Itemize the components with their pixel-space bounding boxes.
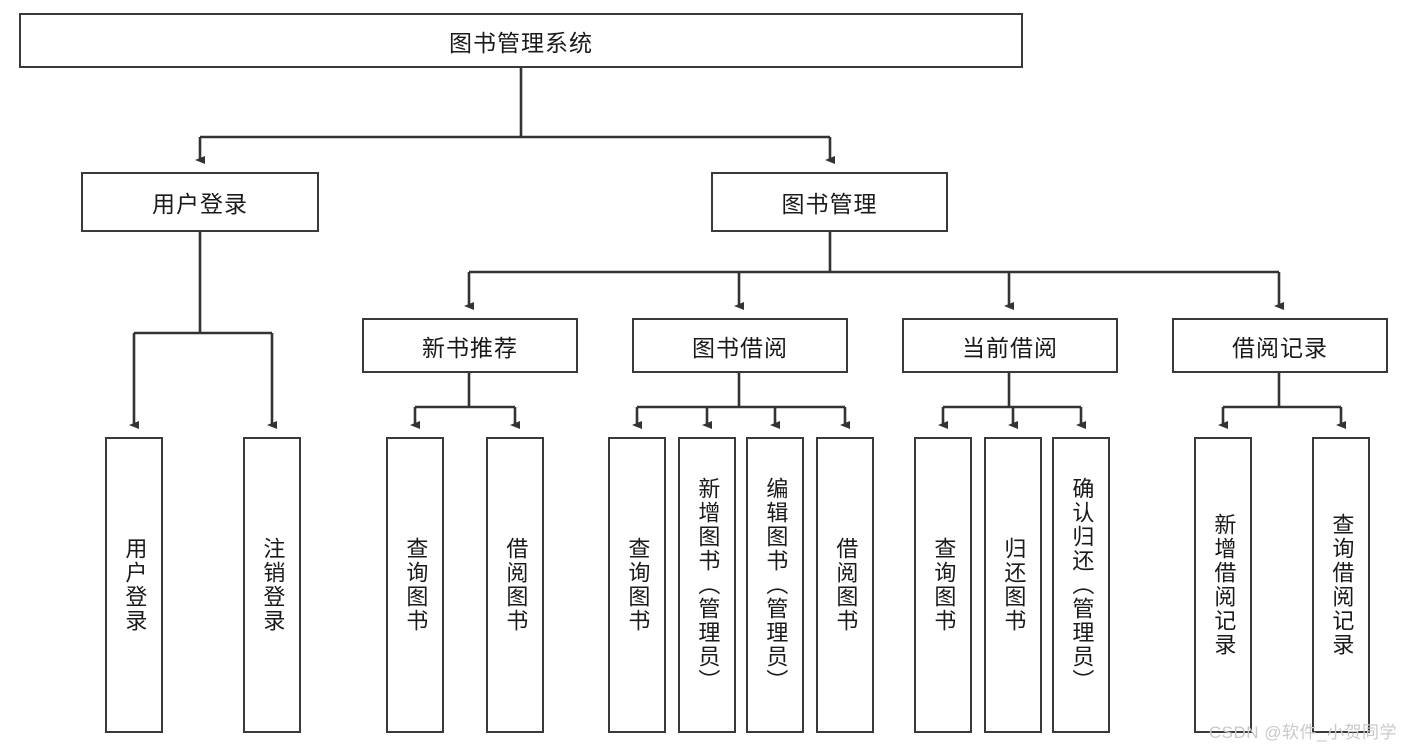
node-borrow-record[interactable]: 借阅记录 (1172, 318, 1388, 373)
node-current-borrow[interactable]: 当前借阅 (902, 318, 1118, 373)
node-leaf-query-book-rec-label: 查询图书 (403, 537, 429, 633)
edges-userlogin-to-leaves (129, 232, 277, 429)
node-leaf-add-book-label: 新增图书（管理员） (695, 477, 721, 693)
node-leaf-query-book-rec[interactable]: 查询图书 (386, 437, 444, 733)
node-leaf-add-record[interactable]: 新增借阅记录 (1194, 437, 1252, 733)
node-leaf-query-book-borrow-label: 查询图书 (625, 537, 651, 633)
node-leaf-borrow-book[interactable]: 借阅图书 (816, 437, 874, 733)
node-leaf-edit-book[interactable]: 编辑图书（管理员） (746, 437, 804, 733)
node-leaf-add-book[interactable]: 新增图书（管理员） (678, 437, 736, 733)
node-leaf-borrow-book-rec-label: 借阅图书 (503, 537, 529, 633)
node-leaf-user-login-label: 用户登录 (122, 537, 148, 633)
node-user-login-label: 用户登录 (152, 191, 248, 217)
node-root-label: 图书管理系统 (449, 29, 593, 56)
node-leaf-logout[interactable]: 注销登录 (243, 437, 301, 733)
node-leaf-return-book[interactable]: 归还图书 (984, 437, 1042, 733)
node-leaf-confirm-return[interactable]: 确认归还（管理员） (1052, 437, 1110, 733)
watermark-text: CSDN @软件_小贺同学 (1208, 723, 1397, 742)
node-leaf-borrow-book-rec[interactable]: 借阅图书 (486, 437, 544, 733)
edges-bookborrow-to-leaves (632, 373, 850, 429)
node-leaf-logout-label: 注销登录 (260, 537, 286, 633)
node-leaf-user-login[interactable]: 用户登录 (105, 437, 163, 733)
node-leaf-confirm-return-label: 确认归还（管理员） (1069, 477, 1095, 693)
edges-bookmanage-to-level3 (464, 232, 1284, 310)
node-leaf-edit-book-label: 编辑图书（管理员） (763, 477, 789, 693)
edges-root-to-level2 (195, 68, 835, 164)
node-book-borrow-label: 图书借阅 (692, 334, 788, 361)
node-user-login[interactable]: 用户登录 (81, 172, 319, 232)
node-new-book-rec[interactable]: 新书推荐 (362, 318, 578, 373)
node-leaf-query-book-cur-label: 查询图书 (931, 537, 957, 633)
edges-currentborrow-to-leaves (938, 373, 1086, 429)
node-leaf-query-book-cur[interactable]: 查询图书 (914, 437, 972, 733)
node-leaf-add-record-label: 新增借阅记录 (1211, 513, 1237, 657)
node-leaf-borrow-book-label: 借阅图书 (833, 537, 859, 633)
node-book-borrow[interactable]: 图书借阅 (632, 318, 848, 373)
node-root[interactable]: 图书管理系统 (19, 13, 1023, 68)
node-leaf-return-book-label: 归还图书 (1001, 537, 1027, 633)
node-book-manage-label: 图书管理 (781, 191, 878, 217)
edges-newbookrec-to-leaves (410, 373, 520, 429)
node-leaf-query-record[interactable]: 查询借阅记录 (1312, 437, 1370, 733)
node-borrow-record-label: 借阅记录 (1232, 334, 1328, 361)
edges-borrowrecord-to-leaves (1218, 373, 1346, 429)
node-current-borrow-label: 当前借阅 (962, 334, 1058, 361)
node-book-manage[interactable]: 图书管理 (711, 172, 948, 232)
node-new-book-rec-label: 新书推荐 (422, 334, 518, 361)
node-leaf-query-book-borrow[interactable]: 查询图书 (608, 437, 666, 733)
node-leaf-query-record-label: 查询借阅记录 (1329, 513, 1355, 657)
